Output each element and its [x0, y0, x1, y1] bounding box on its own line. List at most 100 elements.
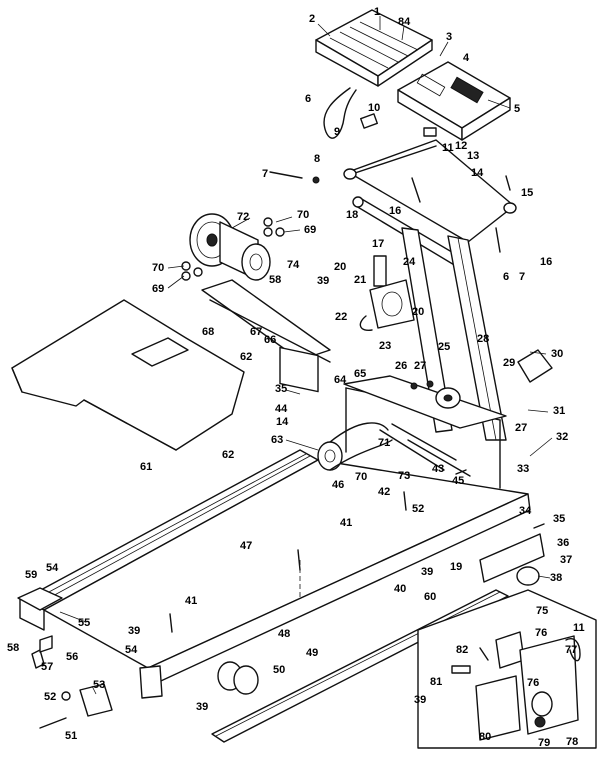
c-74: 74 — [287, 259, 300, 271]
c-66: 66 — [264, 334, 276, 346]
c-42: 42 — [378, 486, 390, 498]
callout-labels: 1 2 84 3 4 5 6 10 9 11 12 13 8 7 14 15 7… — [7, 6, 585, 749]
idler-assembly — [435, 349, 553, 409]
c-12: 12 — [455, 140, 467, 152]
c-43: 43 — [432, 463, 444, 475]
c-45: 45 — [452, 475, 464, 487]
c-82: 82 — [456, 644, 468, 656]
c-29: 29 — [503, 357, 515, 369]
c-54b: 54 — [125, 644, 138, 656]
drive-motor — [219, 221, 271, 281]
motor-hood — [11, 299, 245, 451]
handrail-crossbar — [343, 139, 517, 243]
c-70c: 70 — [355, 471, 367, 483]
c-49: 49 — [306, 647, 318, 659]
c-50: 50 — [273, 664, 285, 676]
c-53: 53 — [93, 679, 105, 691]
upright-post — [401, 227, 507, 441]
c-58b: 58 — [7, 642, 19, 654]
rear-roller-frame — [343, 375, 507, 489]
c-47: 47 — [240, 540, 252, 552]
c-84: 84 — [398, 16, 411, 28]
c-48: 48 — [278, 628, 290, 640]
c-2: 2 — [309, 13, 315, 25]
c-5: 5 — [514, 103, 520, 115]
c-20a: 20 — [334, 261, 346, 273]
c-18: 18 — [346, 209, 358, 221]
c-35a: 35 — [275, 383, 287, 395]
c-71: 71 — [378, 437, 390, 449]
c-14: 14 — [471, 167, 484, 179]
inset-circuit-bracket — [451, 631, 581, 741]
c-56: 56 — [66, 651, 78, 663]
c-32: 32 — [556, 431, 568, 443]
c-70a: 70 — [297, 209, 309, 221]
c-30: 30 — [551, 348, 563, 360]
c-59: 59 — [25, 569, 37, 581]
c-35b: 35 — [553, 513, 565, 525]
deck-bolts — [169, 469, 545, 633]
c-16a: 16 — [389, 205, 401, 217]
c-27a: 27 — [414, 360, 426, 372]
front-roller — [217, 661, 259, 695]
frame-front-end — [17, 587, 63, 631]
c-27b: 27 — [515, 422, 527, 434]
c-31: 31 — [553, 405, 565, 417]
c-69b: 69 — [152, 283, 164, 295]
c-11: 11 — [442, 142, 454, 154]
c-21: 21 — [354, 274, 366, 286]
c-36: 36 — [557, 537, 569, 549]
c-9: 9 — [334, 126, 340, 138]
c-64: 64 — [334, 374, 347, 386]
c-69a: 69 — [304, 224, 316, 236]
c-22: 22 — [335, 311, 347, 323]
console-upper-housing — [315, 9, 433, 87]
c-39c: 39 — [128, 625, 140, 637]
c-26: 26 — [395, 360, 407, 372]
c-14b: 14 — [276, 416, 289, 428]
c-68: 68 — [202, 326, 214, 338]
upright-bolts — [269, 171, 511, 253]
c-41b: 41 — [185, 595, 197, 607]
c-39b: 39 — [421, 566, 433, 578]
c-40: 40 — [394, 583, 406, 595]
c-37: 37 — [560, 554, 572, 566]
c-61: 61 — [140, 461, 152, 473]
c-6: 6 — [305, 93, 311, 105]
c-62b: 62 — [222, 449, 234, 461]
c-51: 51 — [65, 730, 77, 742]
c-75: 75 — [536, 605, 548, 617]
c-6b: 6 — [503, 271, 509, 283]
c-34: 34 — [519, 505, 532, 517]
c-11b: 11 — [573, 622, 585, 634]
c-77: 77 — [565, 644, 577, 656]
c-63: 63 — [271, 434, 283, 446]
c-54a: 54 — [46, 562, 59, 574]
c-25: 25 — [438, 341, 450, 353]
leader-lines — [59, 16, 553, 695]
c-73: 73 — [398, 470, 410, 482]
c-65: 65 — [354, 368, 366, 380]
c-70b: 70 — [152, 262, 164, 274]
c-7a: 7 — [262, 168, 268, 180]
c-10: 10 — [368, 102, 380, 114]
console-cable — [323, 87, 357, 139]
c-62a: 62 — [240, 351, 252, 363]
c-24: 24 — [403, 256, 416, 268]
c-8: 8 — [314, 153, 320, 165]
motor-mount-bracket — [201, 279, 331, 393]
c-20b: 20 — [412, 306, 424, 318]
front-cap-and-fasteners — [31, 635, 113, 729]
c-67: 67 — [250, 326, 262, 338]
console-lower-panel — [397, 61, 511, 141]
c-13: 13 — [467, 150, 479, 162]
c-3: 3 — [446, 31, 452, 43]
c-78: 78 — [566, 736, 578, 748]
c-76a: 76 — [535, 627, 547, 639]
rear-foot-and-wheel — [479, 533, 545, 586]
c-17: 17 — [372, 238, 384, 250]
c-46: 46 — [332, 479, 344, 491]
c-81: 81 — [430, 676, 442, 688]
c-39d: 39 — [196, 701, 208, 713]
